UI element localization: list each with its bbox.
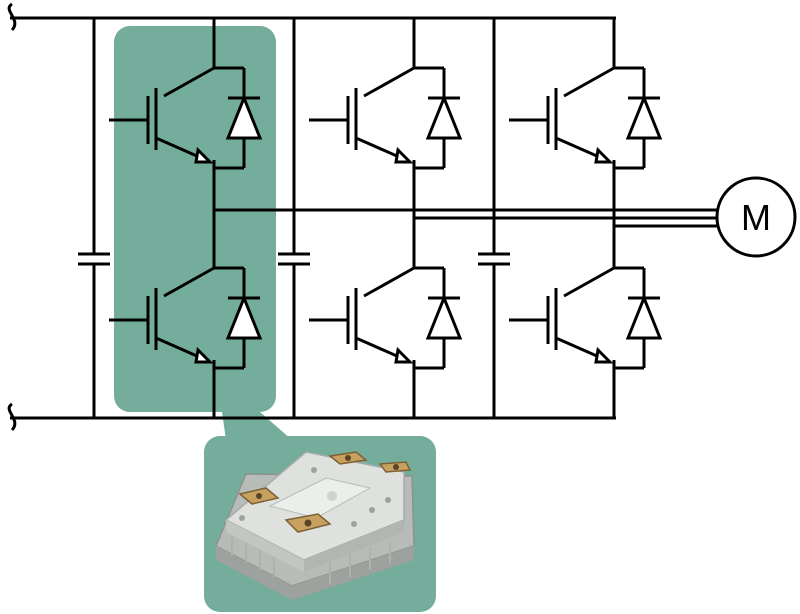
igbt-low-2 [307, 226, 462, 410]
break-symbol-top [7, 2, 17, 32]
igbt-module-image [215, 451, 415, 600]
motor-circle [715, 176, 797, 258]
motor-phase-lines [214, 208, 718, 228]
igbt-low-3 [507, 226, 662, 410]
dc-rails [7, 2, 616, 432]
callout-connector [222, 412, 292, 440]
motor-label: M [741, 197, 771, 238]
dc-link-capacitors [78, 18, 510, 418]
igbt-high-3 [507, 26, 662, 210]
igbt-high-2 [307, 26, 462, 210]
break-symbol-bottom [7, 402, 17, 432]
motor: M [715, 176, 797, 258]
